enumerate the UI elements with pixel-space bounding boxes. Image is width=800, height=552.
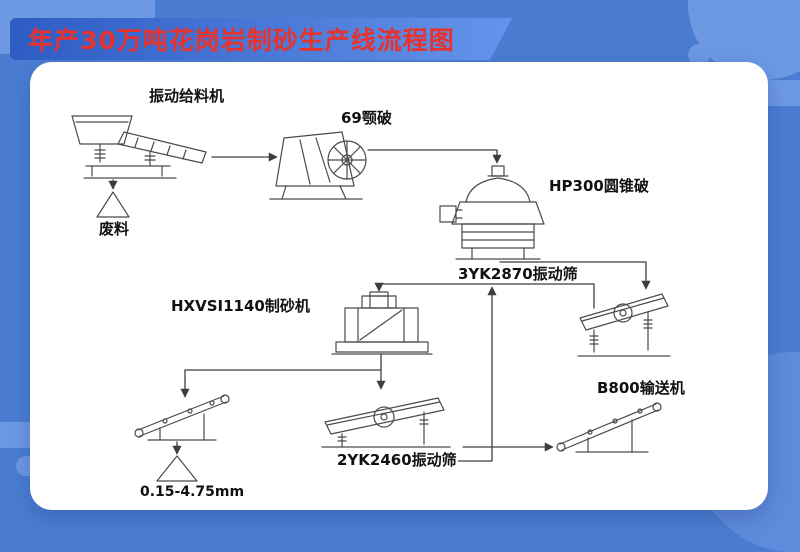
flow-arrows (108, 149, 651, 462)
label-waste: 废料 (98, 220, 131, 238)
label-screen-3yk2870: 3YK2870振动筛 (457, 265, 579, 283)
product-triangle (156, 455, 198, 482)
belt-conveyor-b800-sketch (556, 402, 662, 453)
belt-conveyor-small-sketch (134, 394, 230, 441)
label-conveyor-b800: B800输送机 (596, 379, 686, 397)
sand-making-machine-sketch (331, 291, 433, 355)
label-screen-2yk2460: 2YK2460振动筛 (336, 451, 458, 469)
arrow-jaw-to-cone (367, 149, 502, 164)
decor-dot-top-right (688, 44, 710, 66)
label-final-product: 0.15-4.75mm (139, 484, 246, 501)
vibrating-feeder-sketch (71, 115, 207, 179)
page-title: 年产30万吨花岗岩制砂生产线流程图 (28, 26, 455, 55)
arrow-screen2-recirculation (454, 286, 497, 462)
title-banner: 年产30万吨花岗岩制砂生产线流程图 (10, 18, 512, 60)
label-jaw-crusher: 69颚破 (340, 109, 393, 127)
label-sand-maker: HXVSI1140制砂机 (170, 297, 311, 315)
jaw-crusher-sketch (269, 131, 367, 200)
flow-diagram (71, 115, 671, 482)
arrow-to-product-conveyor (180, 369, 382, 398)
arrow-cone-to-screen1 (499, 261, 651, 290)
label-cone-crusher: HP300圆锥破 (548, 177, 650, 195)
vibrating-screen-2yk2460-sketch (321, 397, 451, 448)
vibrating-screen-3yk2870-sketch (577, 293, 671, 357)
cone-crusher-sketch (439, 165, 545, 260)
waste-triangle (96, 191, 130, 218)
arrow-screen1-to-sandmaker (374, 282, 595, 309)
label-vibrating-feeder: 振动给料机 (148, 87, 226, 105)
